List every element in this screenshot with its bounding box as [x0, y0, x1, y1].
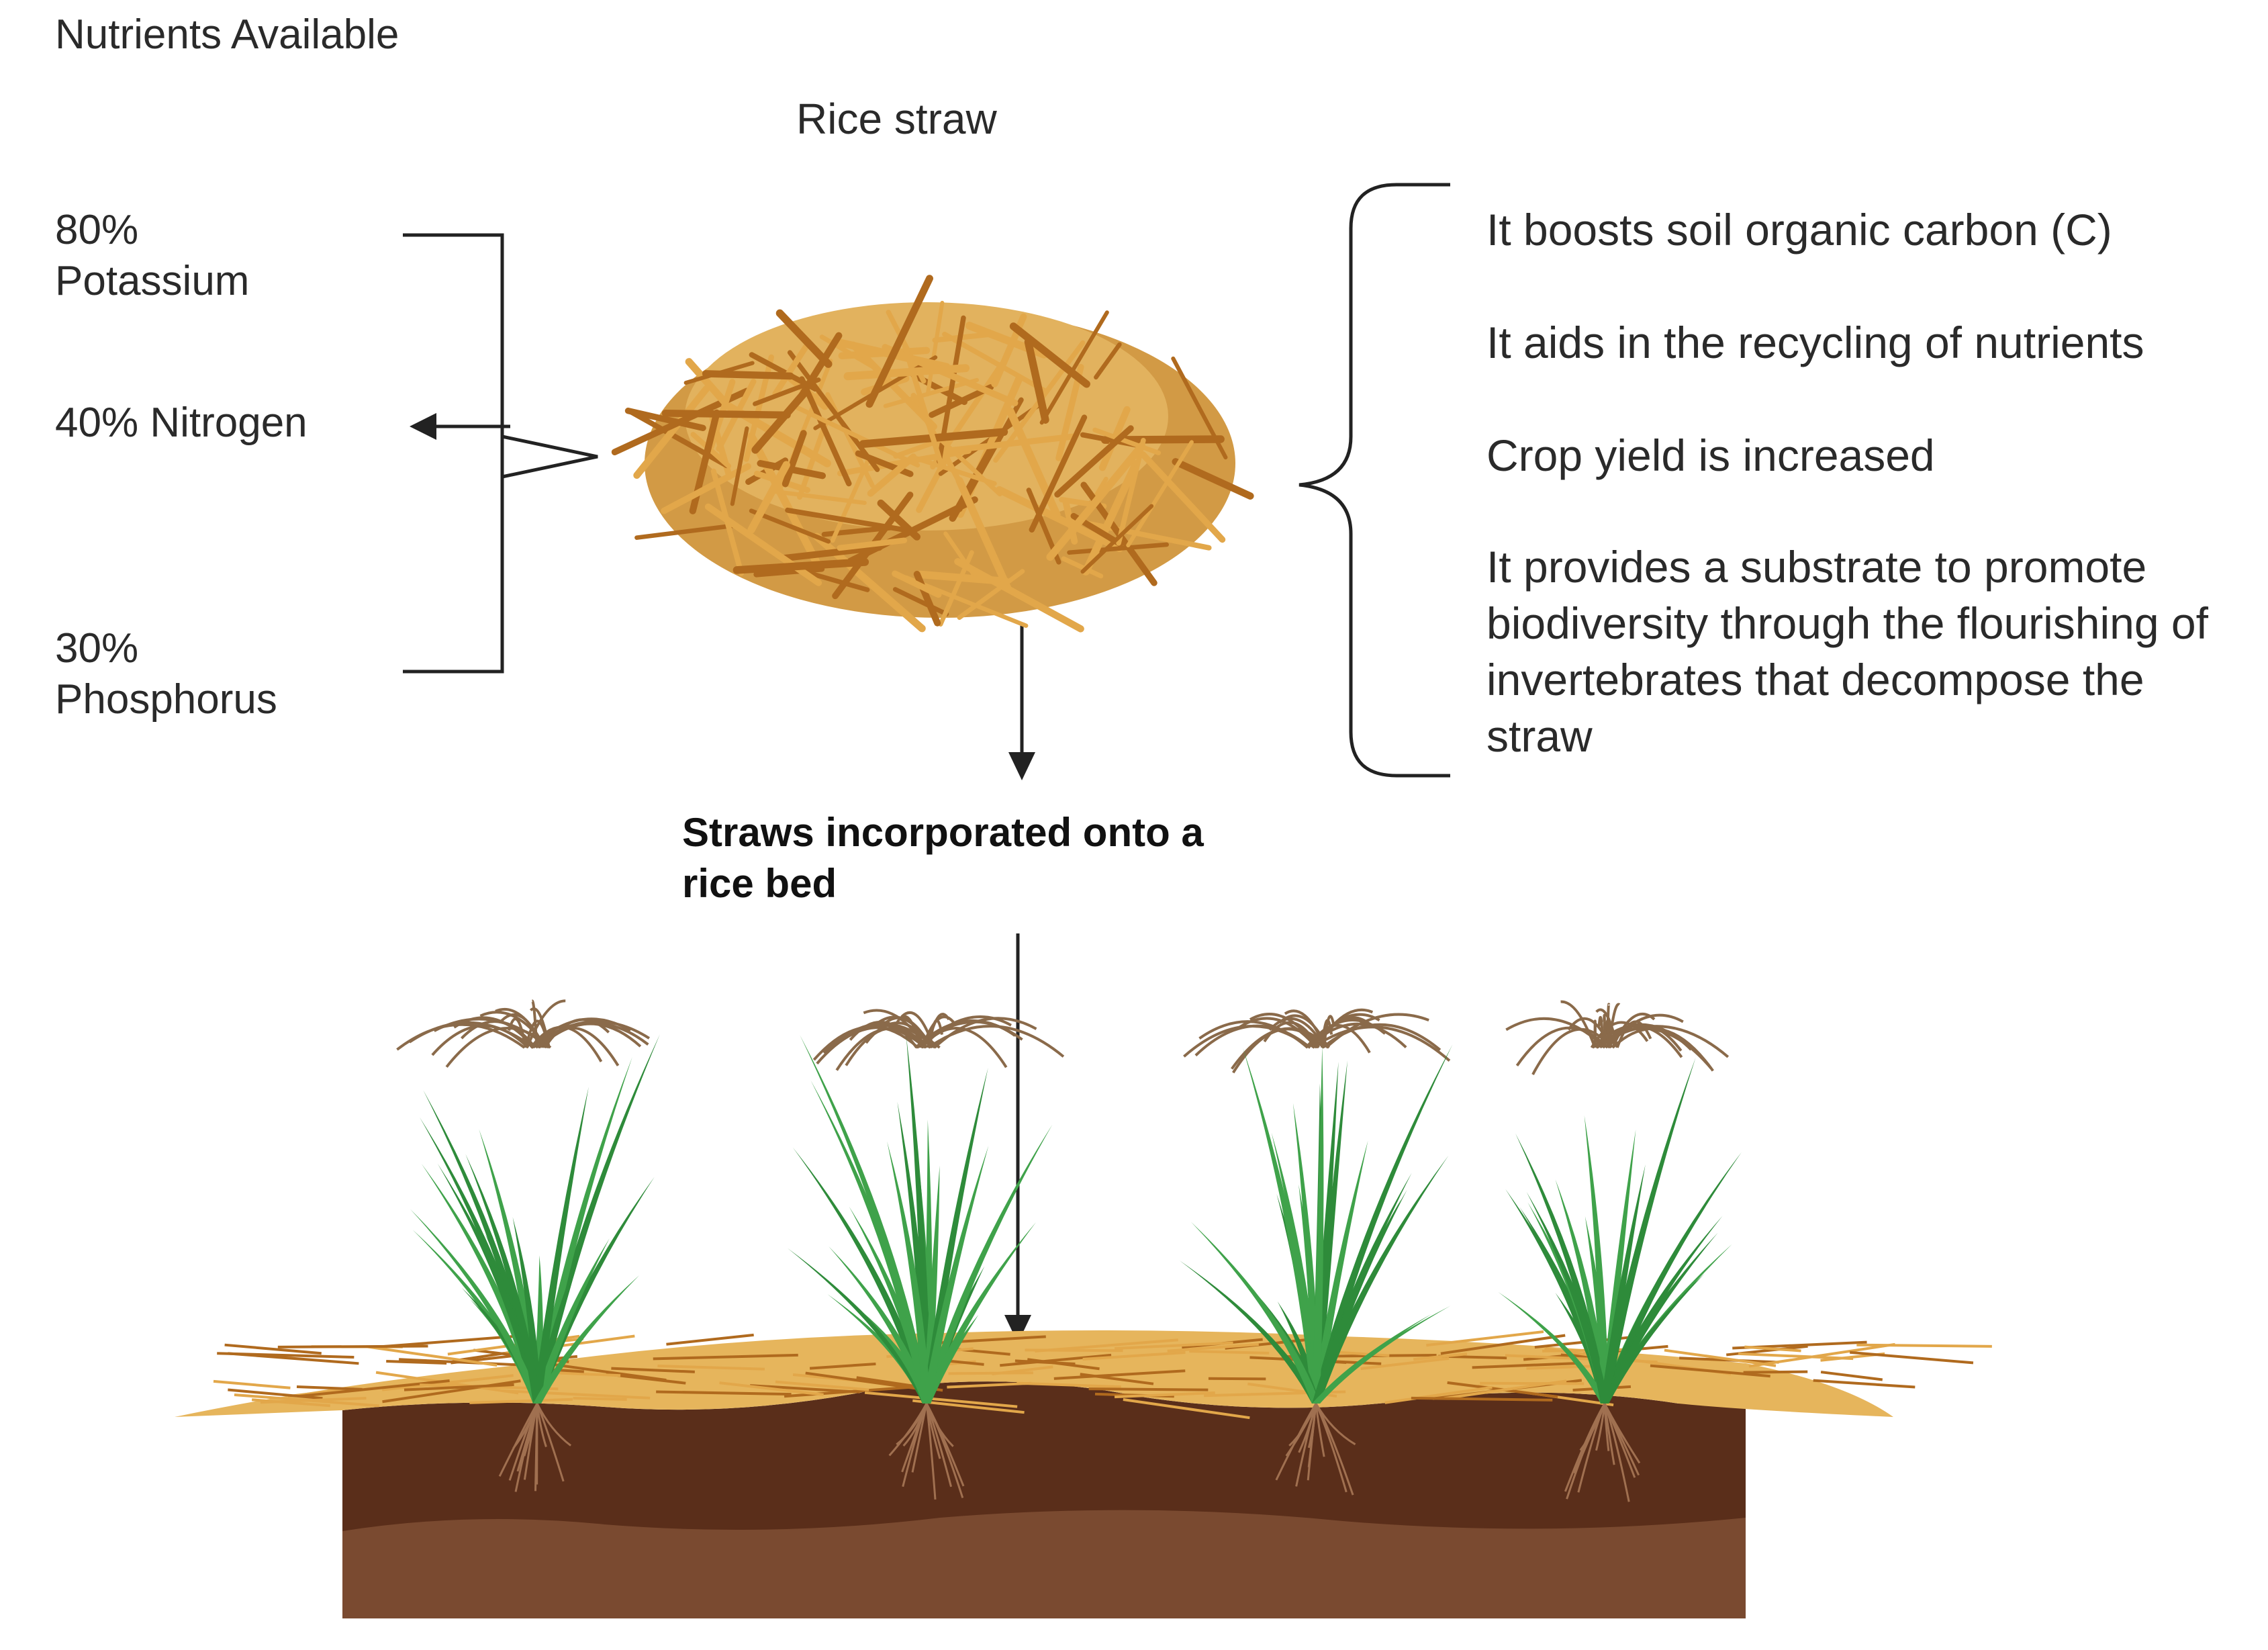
rice-plant-icon	[787, 1009, 1065, 1500]
nutrient-phosphorus-name: Phosphorus	[55, 676, 277, 723]
benefit-biodiversity: It provides a substrate to promote biodi…	[1486, 542, 2208, 761]
nutrient-potassium: 80% Potassium	[55, 205, 249, 307]
nutrient-phosphorus-percent: 30%	[55, 625, 139, 672]
nutrient-phosphorus: 30% Phosphorus	[55, 623, 277, 725]
benefit-soil-carbon: It boosts soil organic carbon (C)	[1486, 205, 2112, 255]
diagram-title: Nutrients Available	[55, 11, 399, 58]
benefit-crop-yield: Crop yield is increased	[1486, 430, 1935, 480]
nutrient-potassium-percent: 80%	[55, 207, 139, 253]
nutrient-potassium-name: Potassium	[55, 258, 250, 304]
nitrogen-arrow	[410, 413, 510, 440]
nutrient-bracket	[403, 233, 598, 674]
arrow-to-label	[1008, 625, 1035, 780]
rice-straw-label: Rice straw	[796, 95, 997, 143]
rice-plant-icon	[396, 999, 660, 1492]
benefit-nutrient-recycling: It aids in the recycling of nutrients	[1486, 318, 2144, 367]
arrow-to-bed	[1004, 933, 1031, 1343]
soil-bed	[342, 1381, 1746, 1618]
straw-pile-icon	[611, 275, 1254, 633]
rice-plant-icon	[1179, 1008, 1453, 1496]
nutrient-nitrogen: 40% Nitrogen	[55, 400, 308, 446]
straw-bed-label: Straws incorporated onto a rice bed	[682, 810, 1204, 906]
rice-plant-icon	[1498, 1000, 1742, 1502]
benefits-brace	[1298, 183, 1450, 778]
